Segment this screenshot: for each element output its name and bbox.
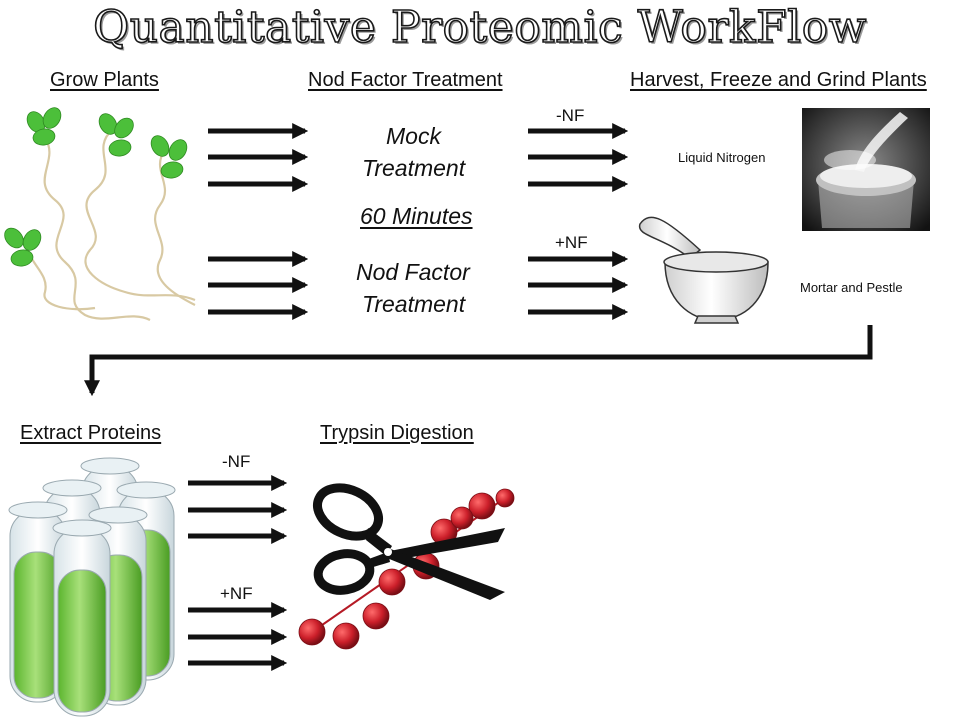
header-trypsin-digestion: Trypsin Digestion: [320, 422, 474, 444]
peptide-bead-chain: [298, 488, 515, 650]
label-plus-nf-bottom: +NF: [220, 584, 253, 603]
mock-treatment-line2: Treatment: [362, 155, 466, 181]
arrows-grow-to-treatment: [208, 122, 309, 321]
caption-liquid-nitrogen: Liquid Nitrogen: [678, 150, 766, 165]
duration-label: 60 Minutes: [360, 203, 473, 229]
mortar-pestle-image: [638, 216, 769, 324]
arrows-treatment-to-harvest: [528, 122, 629, 321]
plant-leaves: [4, 107, 188, 267]
header-harvest: Harvest, Freeze and Grind Plants: [630, 69, 927, 91]
header-grow-plants: Grow Plants: [50, 69, 159, 91]
page-title: Quantitative Proteomic WorkFlow: [92, 1, 867, 54]
nod-treatment-line2: Treatment: [362, 291, 466, 317]
scissors-image: [313, 483, 505, 600]
label-minus-nf-bottom: -NF: [222, 452, 251, 471]
label-plus-nf-top: +NF: [555, 233, 588, 252]
label-minus-nf-top: -NF: [556, 106, 585, 125]
liquid-nitrogen-image: [802, 108, 930, 231]
test-tubes-image: [8, 457, 176, 717]
arrows-extract-to-trypsin: [188, 474, 288, 672]
plants-illustration: [26, 129, 196, 322]
mock-treatment-line1: Mock: [386, 123, 441, 149]
caption-mortar-pestle: Mortar and Pestle: [800, 280, 903, 295]
nod-treatment-line1: Nod Factor: [356, 259, 470, 285]
header-nod-factor-treatment: Nod Factor Treatment: [308, 69, 503, 91]
header-extract-proteins: Extract Proteins: [20, 422, 162, 444]
connector-arrow: [83, 325, 873, 397]
